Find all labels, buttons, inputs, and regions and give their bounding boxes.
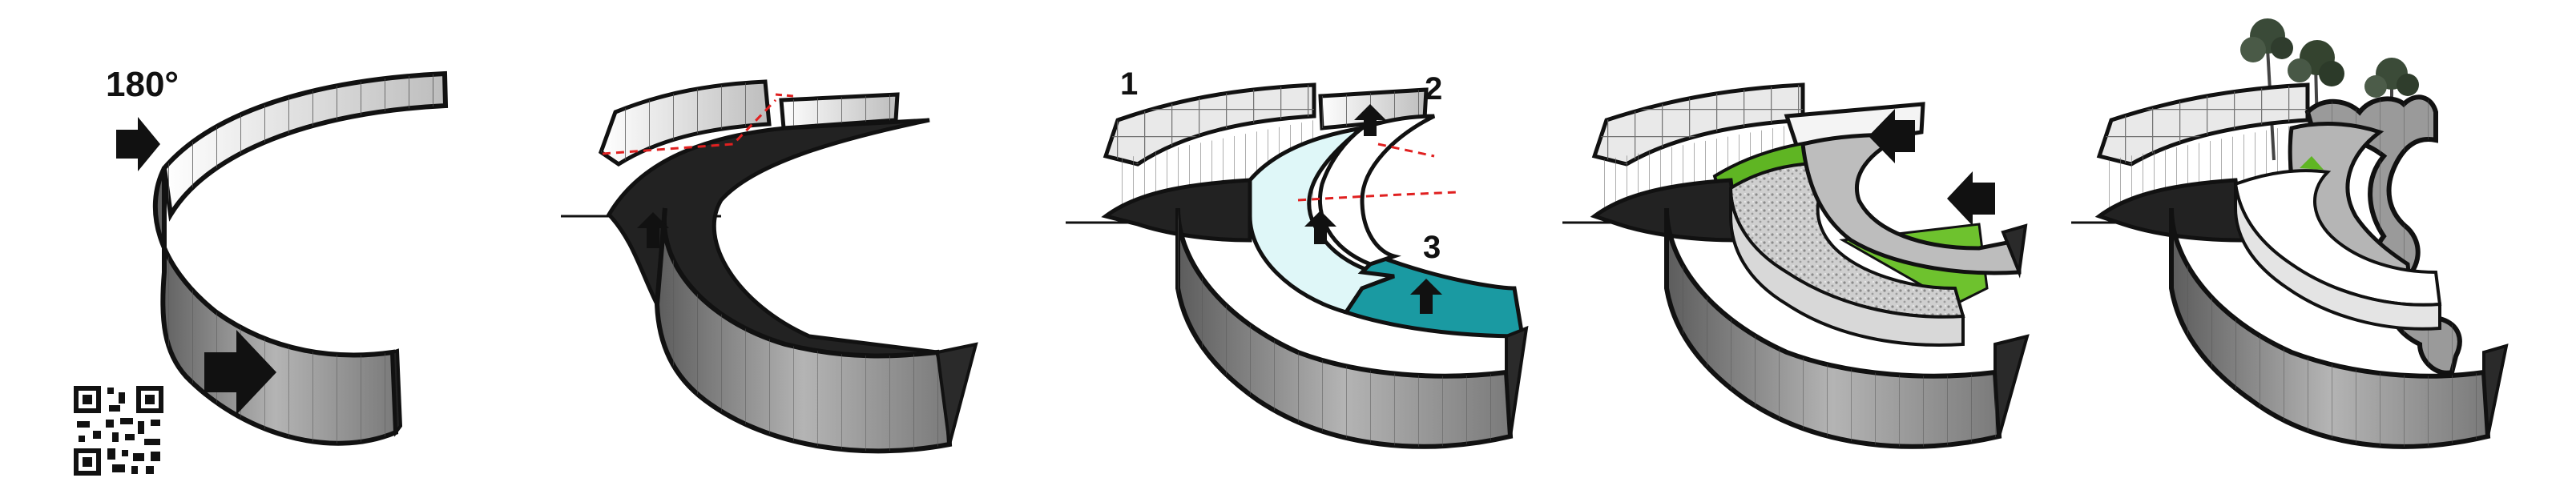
rotation-label: 180° [106,65,179,104]
panel-5-final-garden [2071,18,2509,449]
step-3-label: 3 [1423,230,1441,265]
rotation-arrow-icon [116,117,160,171]
panel-4-arrow-upper-icon [1869,109,1915,163]
step-1-label: 1 [1120,66,1138,102]
lift-arrow-icon [637,212,669,248]
panel-3-teal-step [1343,254,1525,339]
step-2-label: 2 [1425,71,1442,106]
panel-3-program-steps [1066,82,1529,449]
qr-code-icon [74,386,163,476]
step-3-arrow-icon [1410,279,1442,314]
step-1-arrow-icon [1304,211,1336,244]
panel-1-curved-wall [152,70,449,446]
panel-4-landscape [1562,82,2030,449]
push-arrow-icon [204,330,276,415]
panel-4-arrow-lower-icon [1947,171,1995,226]
step-2-arrow-icon [1354,104,1386,136]
panel-2-cut-and-lift [561,79,978,454]
